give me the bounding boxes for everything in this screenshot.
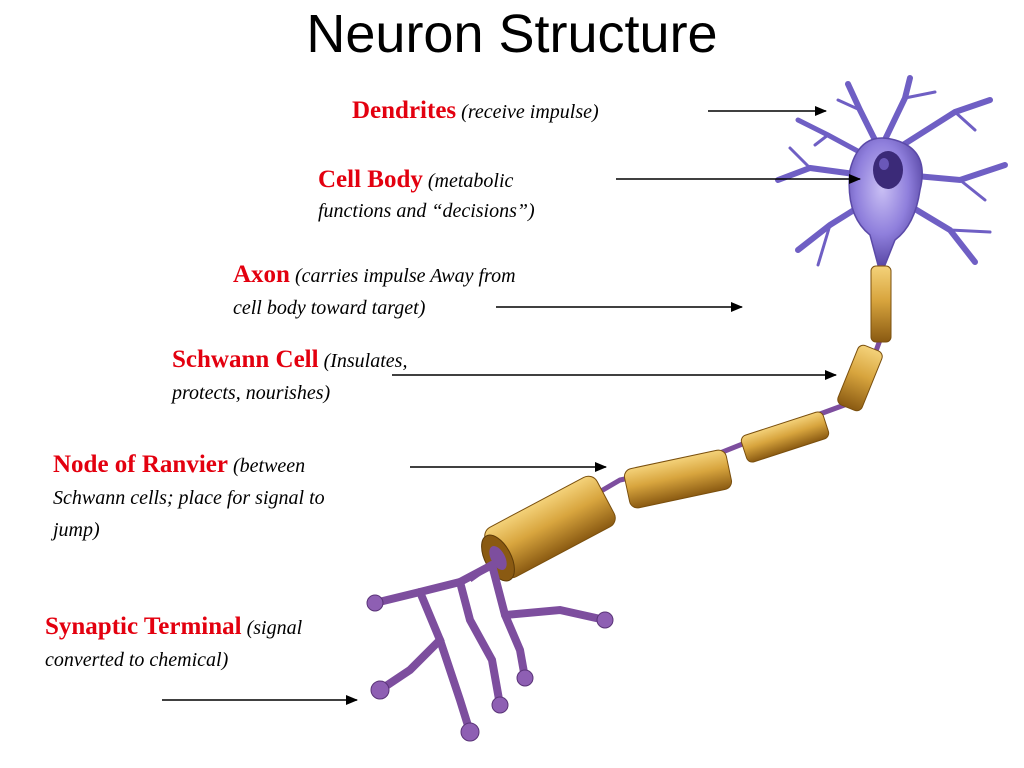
cell-body (848, 137, 923, 266)
synaptic-terminal-desc-line2: converted to chemical) (45, 649, 229, 671)
schwann-cell-label: Schwann Cell (Insulates, protects, nouri… (172, 343, 407, 410)
node-of-ranvier-desc-line2: Schwann cells; place for signal to (53, 487, 325, 509)
axon-desc-line1: (carries impulse Away from (289, 265, 516, 287)
pointer-arrows (162, 106, 861, 705)
cell-body-label: Cell Body (metabolic functions and “deci… (318, 163, 535, 228)
page-title: Neuron Structure (306, 4, 718, 64)
synaptic-terminal-label: Synaptic Terminal (signal converted to c… (45, 610, 302, 677)
schwann-cells (481, 265, 892, 582)
synaptic-terminal-desc-line1: (signal (241, 617, 303, 639)
node-of-ranvier-desc-line1: (between (227, 455, 306, 477)
nucleus (873, 151, 903, 189)
dendrites-label: Dendrites (receive impulse) (352, 94, 599, 129)
terminal-boutons (366, 594, 614, 742)
cell-body-term: Cell Body (318, 166, 423, 193)
axon-term: Axon (233, 261, 290, 288)
axon-label: Axon (carries impulse Away from cell bod… (233, 258, 516, 325)
node-of-ranvier-term: Node of Ranvier (53, 451, 228, 478)
dendrites-term: Dendrites (352, 97, 457, 124)
dendrites-desc: (receive impulse) (456, 101, 599, 123)
node-of-ranvier-desc-line3: jump) (53, 519, 100, 541)
schwann-cell-term: Schwann Cell (172, 346, 319, 373)
schwann-cell-desc-line2: protects, nourishes) (172, 382, 331, 404)
cell-body-desc-line2: functions and “decisions”) (318, 200, 535, 222)
schwann-cell-desc-line1: (Insulates, (318, 350, 408, 372)
synaptic-terminal-term: Synaptic Terminal (45, 613, 242, 640)
node-of-ranvier-label: Node of Ranvier (between Schwann cells; … (53, 448, 325, 547)
axon-desc-line2: cell body toward target) (233, 297, 426, 319)
synaptic-terminals (371, 561, 609, 736)
cell-body-desc-line1: (metabolic (422, 170, 514, 192)
